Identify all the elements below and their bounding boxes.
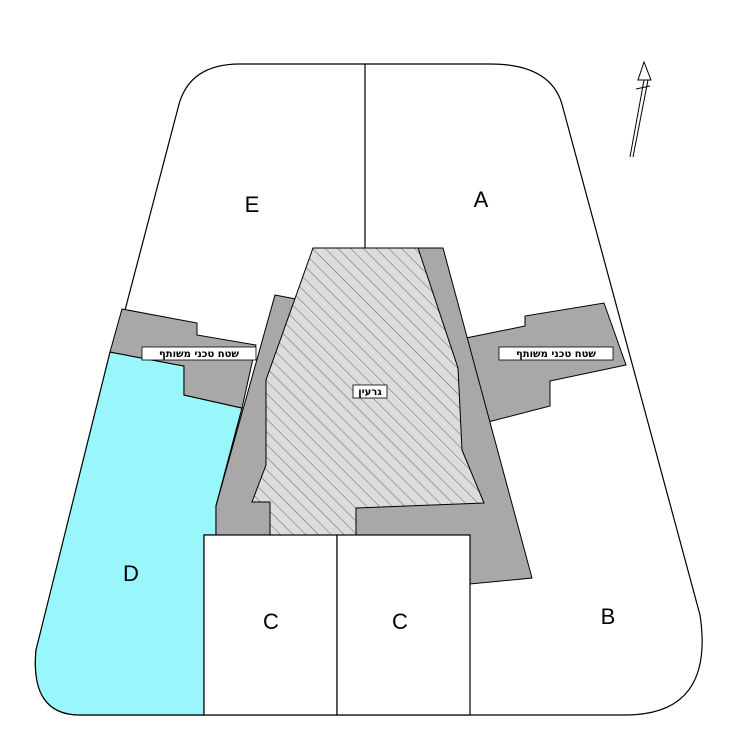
shared-technical-right-label: שטח טכני משותף (516, 349, 596, 360)
shared-technical-left-label: שטח טכני משותף (159, 349, 239, 360)
core-label: גרעין (358, 387, 382, 398)
core-label-group: גרעין (352, 384, 388, 399)
unit-b-label: B (601, 604, 616, 629)
unit-c-right-area[interactable] (336, 534, 471, 716)
unit-c-left-label: C (263, 609, 279, 634)
unit-c-left-area[interactable] (203, 534, 338, 716)
shared-right-label-group: שטח טכני משותף (498, 346, 614, 361)
north-arrow-icon (629, 60, 652, 158)
shared-technical-area-right[interactable] (465, 302, 627, 423)
unit-c-right-label: C (392, 609, 408, 634)
unit-d-label: D (123, 561, 139, 586)
shared-left-label-group: שטח טכני משותף (141, 346, 257, 361)
unit-a-label: A (474, 187, 489, 212)
unit-e-label: E (245, 192, 260, 217)
